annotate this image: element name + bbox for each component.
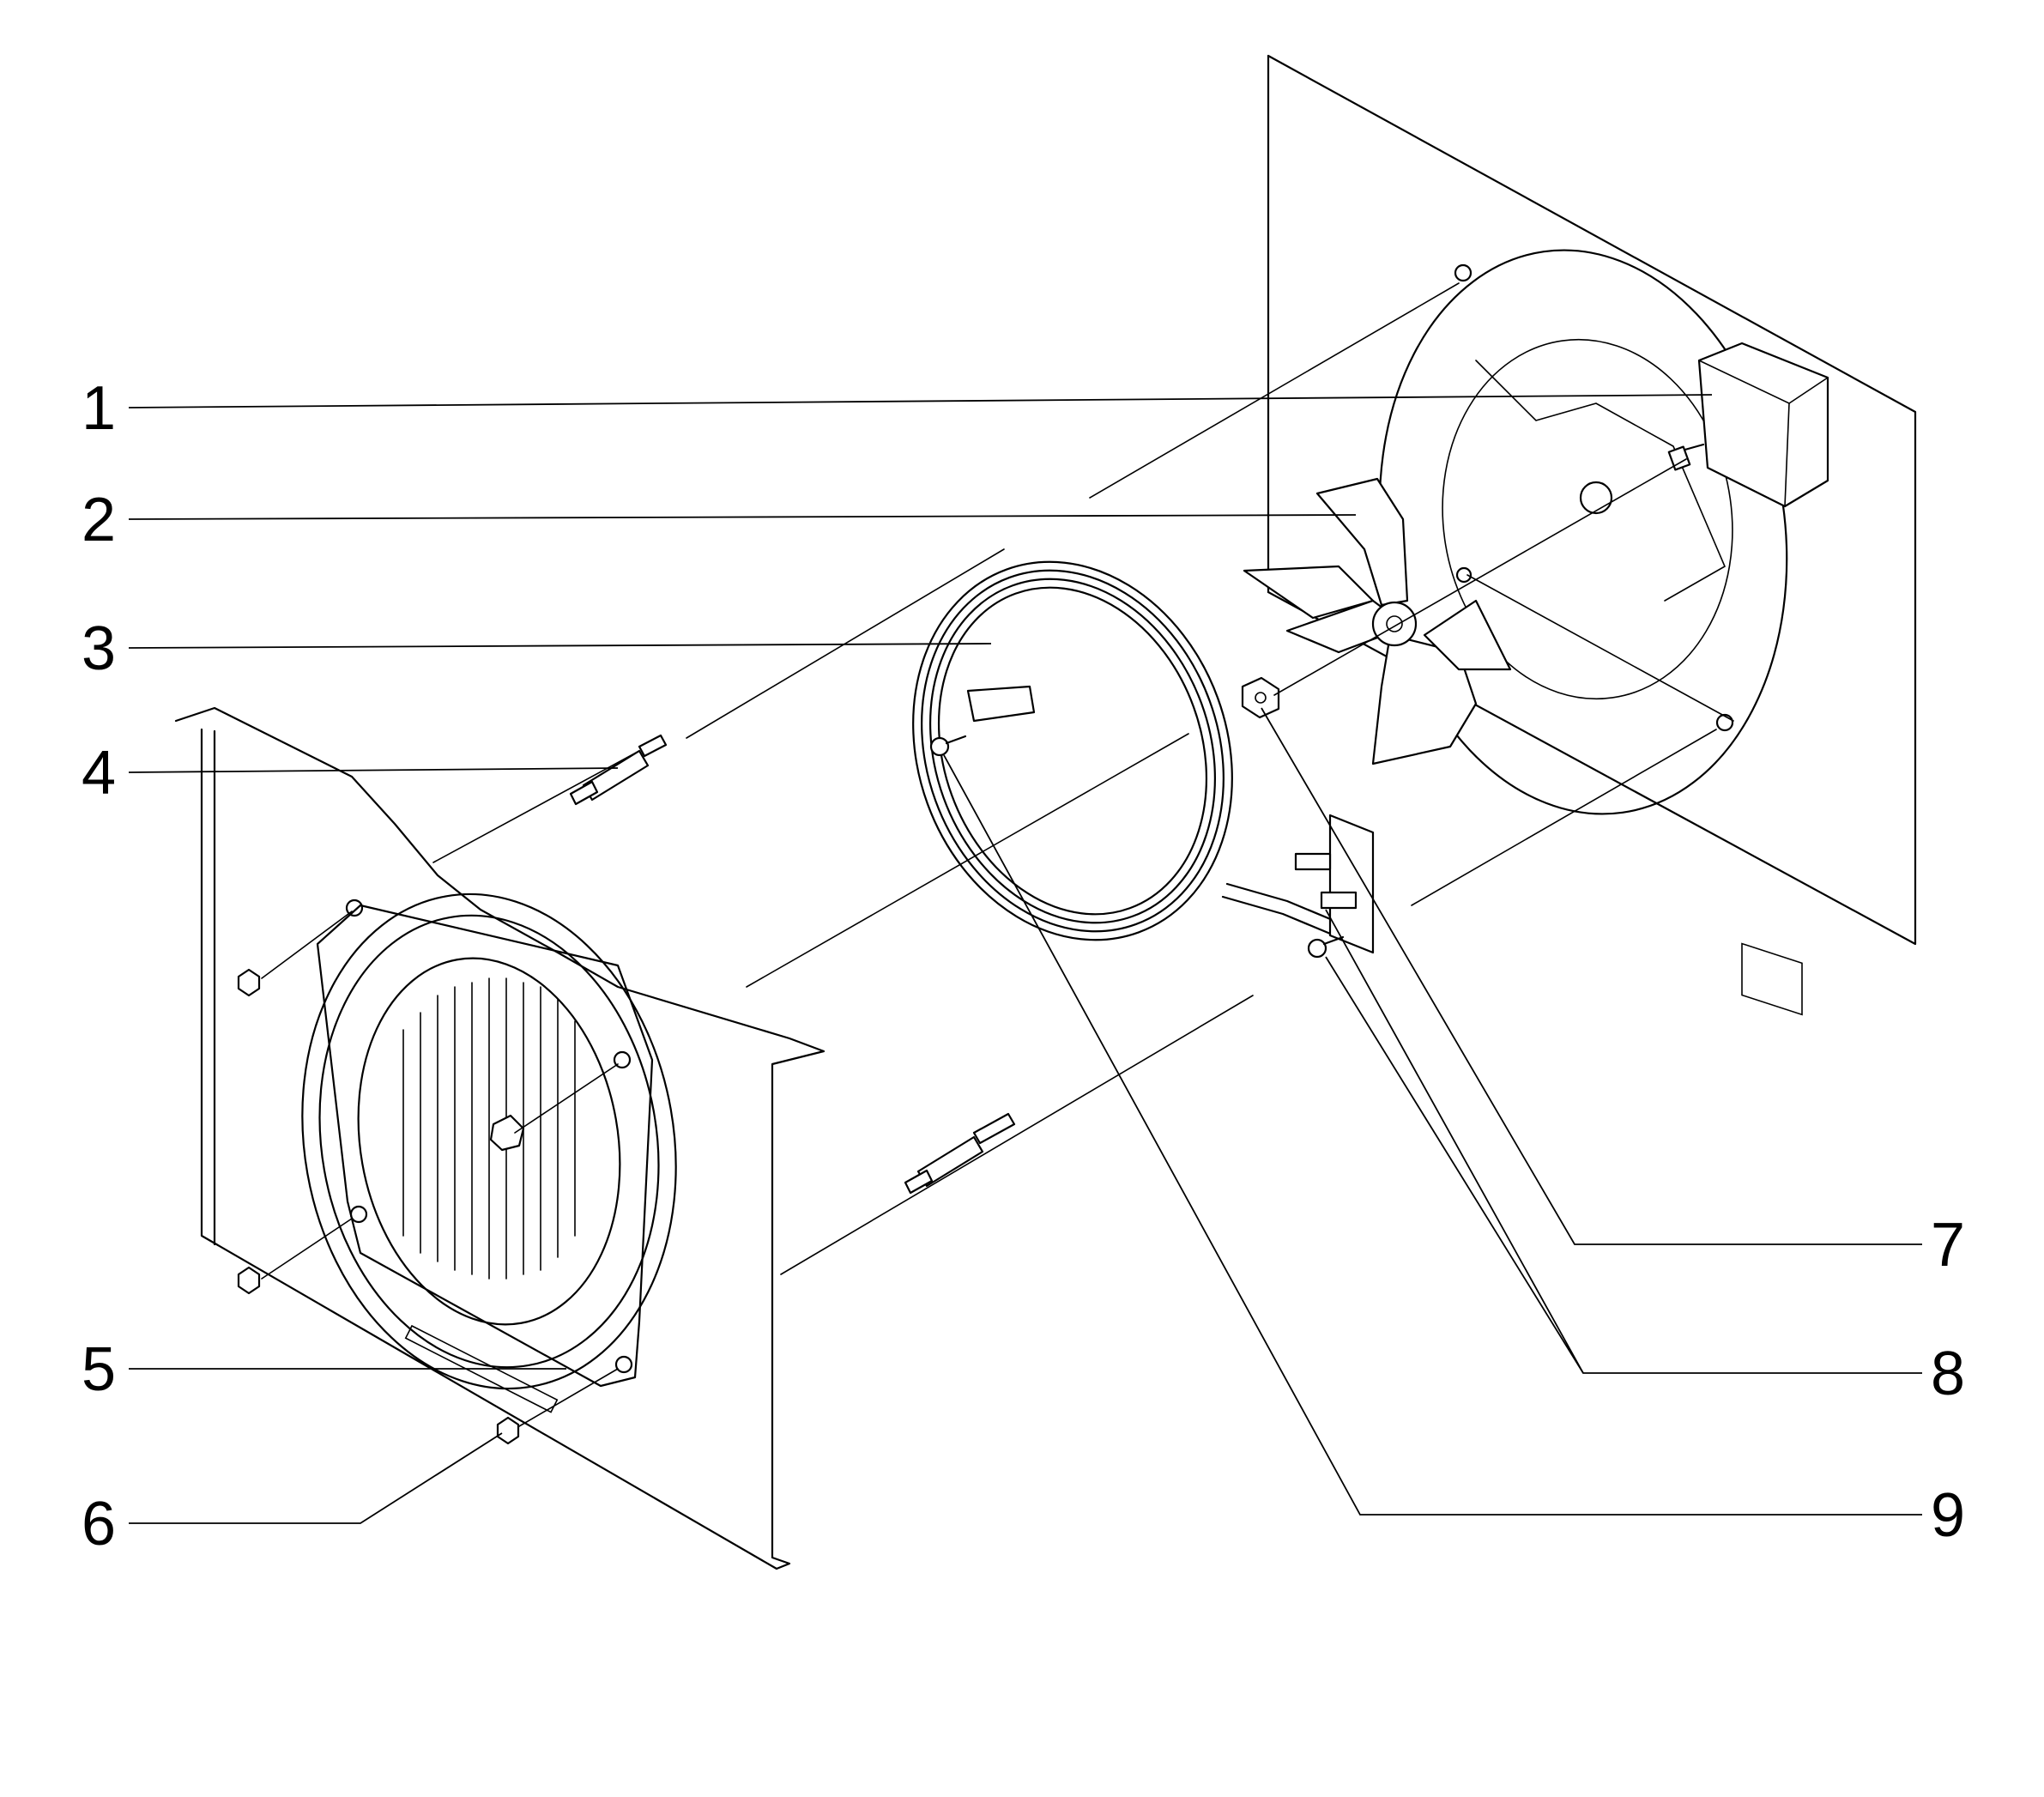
motor-icon <box>1667 342 1829 1016</box>
callout-4: 4 <box>82 739 116 808</box>
callout-8: 8 <box>1931 1340 1965 1408</box>
assembly-axis-lines <box>261 282 1734 1427</box>
callout-labels: 1 2 3 4 5 6 7 8 9 <box>82 374 1965 1558</box>
callout-2: 2 <box>82 486 116 554</box>
fan-blade-icon <box>1243 477 1512 765</box>
fan-nut-icon <box>1241 676 1280 719</box>
callout-3: 3 <box>82 614 116 683</box>
callout-9: 9 <box>1931 1481 1965 1550</box>
screw-icon <box>929 735 1345 959</box>
heating-element-icon <box>912 560 1375 954</box>
callout-7: 7 <box>1931 1211 1965 1280</box>
leader-lines <box>128 394 1922 1524</box>
callout-1: 1 <box>82 374 116 443</box>
nut-icon <box>237 968 520 1445</box>
callout-5: 5 <box>82 1335 116 1404</box>
spacer-icon <box>569 734 1016 1195</box>
back-wall-panel <box>1267 54 1917 946</box>
fan-cover-icon <box>174 706 825 1570</box>
callout-6: 6 <box>82 1490 116 1558</box>
